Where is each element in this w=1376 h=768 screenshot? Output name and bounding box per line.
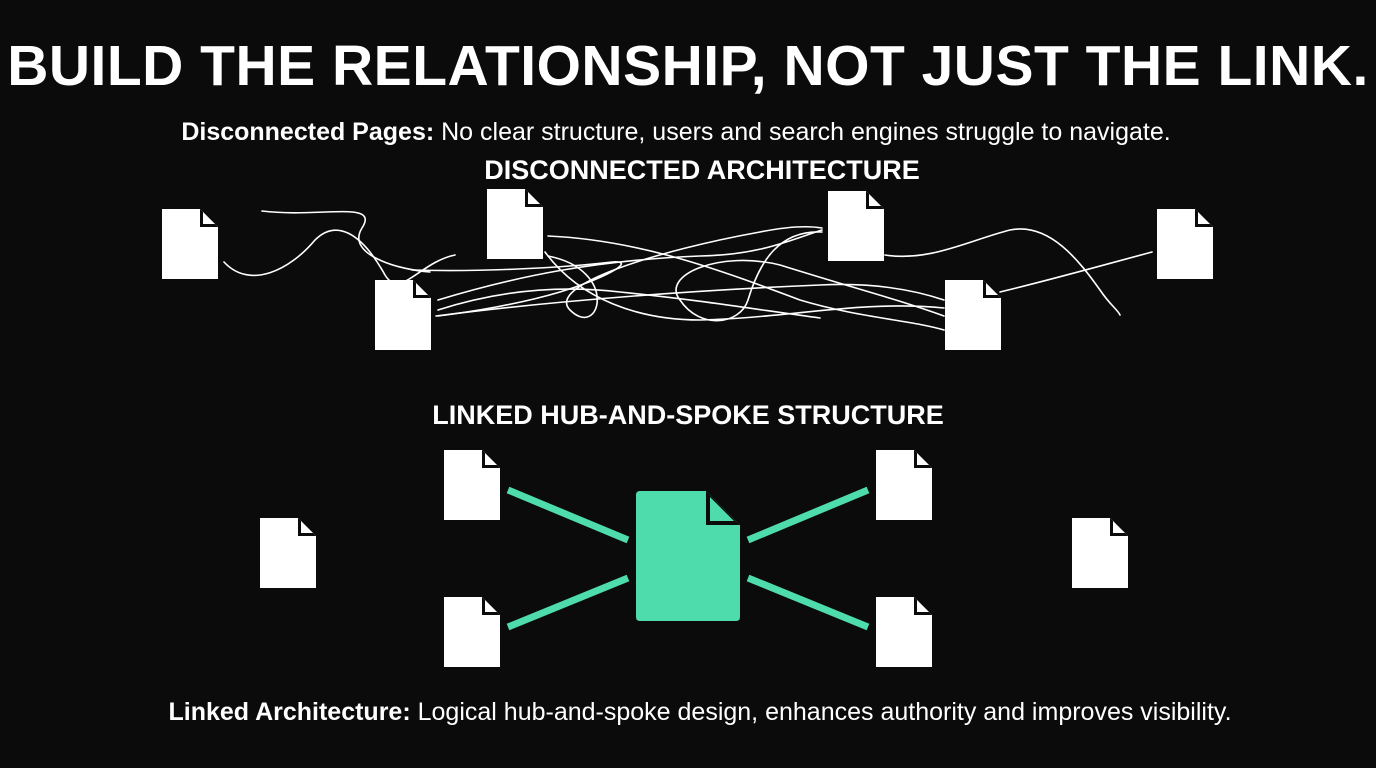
- disconnected-section-title: DISCONNECTED ARCHITECTURE: [484, 155, 920, 185]
- document-icon: [876, 450, 932, 520]
- tangled-link: [437, 288, 821, 319]
- linked-section-title: LINKED HUB-AND-SPOKE STRUCTURE: [432, 400, 944, 430]
- linked-caption-lead: Linked Architecture:: [168, 698, 411, 726]
- document-icon: [444, 450, 500, 520]
- tangled-link: [411, 261, 622, 317]
- document-icon: [487, 189, 543, 259]
- tangled-link: [544, 251, 945, 321]
- spoke-link: [746, 574, 870, 631]
- spoke-link: [506, 486, 630, 544]
- document-icon: [162, 209, 218, 279]
- tangled-link: [547, 226, 823, 318]
- tangled-link: [675, 231, 945, 322]
- disconnected-caption: Disconnected Pages: No clear structure, …: [0, 116, 1364, 148]
- linked-caption: Linked Architecture: Logical hub-and-spo…: [12, 696, 1376, 728]
- document-icon: [444, 597, 500, 667]
- document-icon: [375, 280, 431, 350]
- spoke-link: [746, 486, 870, 544]
- tangled-link: [884, 228, 1121, 316]
- spoke-link: [506, 574, 630, 631]
- tangled-link: [999, 251, 1153, 293]
- document-icon: [1157, 209, 1213, 279]
- tangled-link: [223, 229, 456, 285]
- headline: BUILD THE RELATIONSHIP, NOT JUST THE LIN…: [7, 34, 1369, 98]
- disconnected-pages: [162, 189, 1213, 350]
- tangled-link: [261, 210, 431, 273]
- disconnected-caption-lead: Disconnected Pages:: [181, 118, 435, 146]
- tangled-link: [547, 235, 945, 331]
- document-icon: [1072, 518, 1128, 588]
- spoke-links: [506, 486, 870, 631]
- linked-caption-text: Logical hub-and-spoke design, enhances a…: [410, 698, 1232, 726]
- document-icon: [828, 191, 884, 261]
- document-icon: [876, 597, 932, 667]
- document-icon: [260, 518, 316, 588]
- document-icon: [945, 280, 1001, 350]
- tangled-links: [223, 210, 1153, 331]
- disconnected-caption-text: No clear structure, users and search eng…: [434, 118, 1171, 146]
- hub-document-icon: [636, 491, 740, 621]
